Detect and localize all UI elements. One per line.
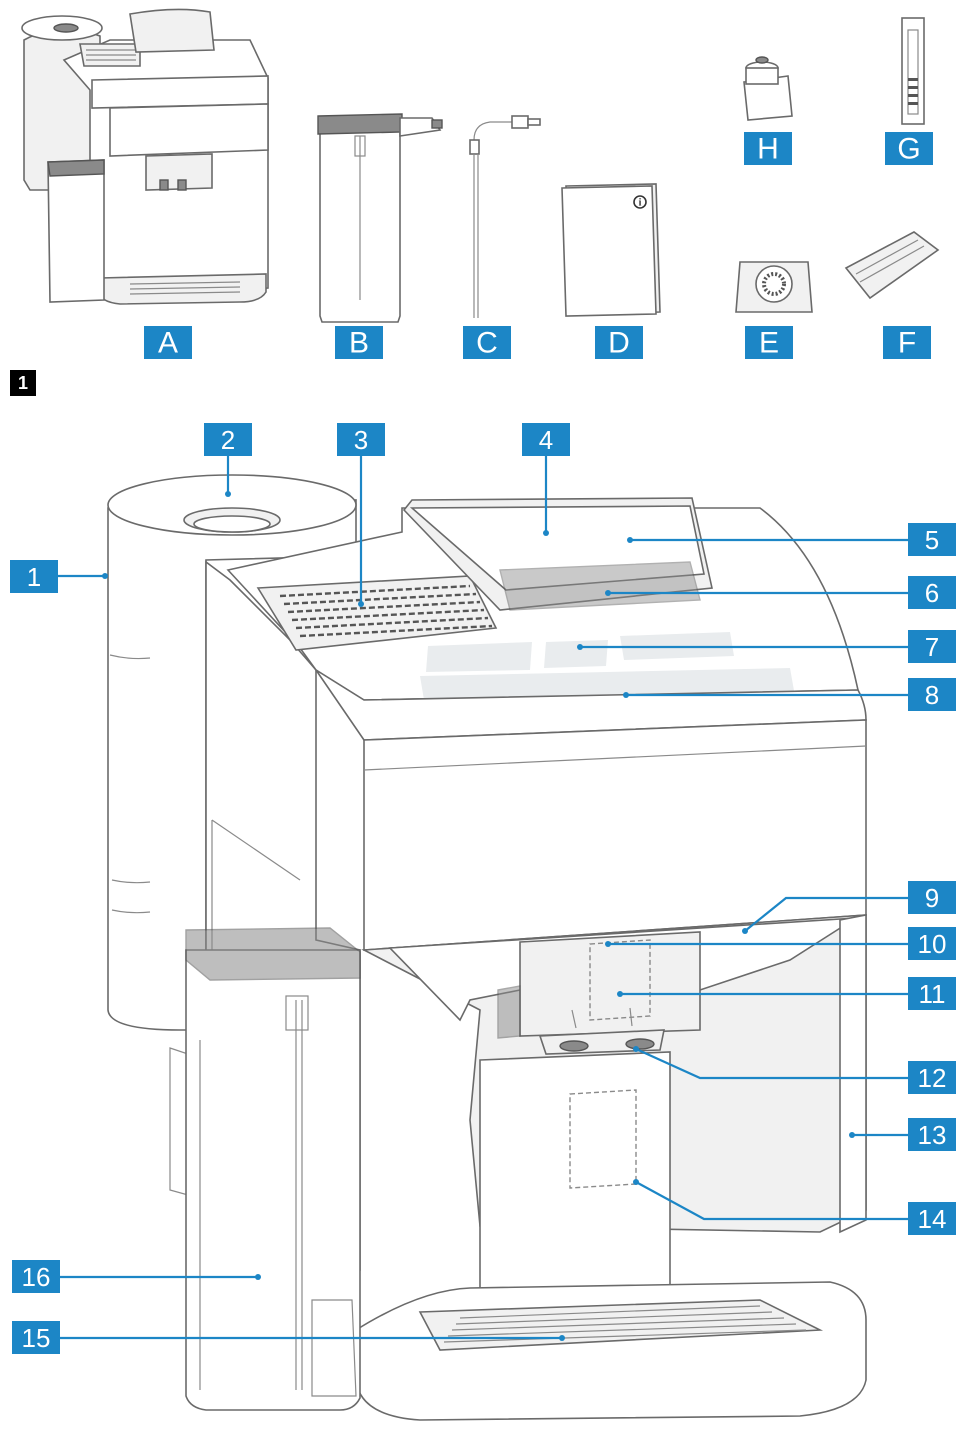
- accessory-label-a-box: [144, 326, 192, 359]
- callout-label-4: 4: [539, 425, 553, 455]
- accessory-label-h: H: [757, 133, 779, 166]
- callout-6: 6: [908, 576, 956, 609]
- callout-label-14: 14: [918, 1204, 947, 1234]
- callout-8: 8: [908, 678, 956, 711]
- accessory-label-f-box: [883, 326, 931, 359]
- callout-7: 7: [908, 630, 956, 663]
- milk-container-drawing: [317, 113, 443, 323]
- callout-14: 14: [908, 1202, 956, 1235]
- callout-label-16: 16: [22, 1262, 51, 1292]
- accessory-label-g: G: [897, 133, 920, 166]
- figure-number: 1: [18, 373, 28, 393]
- callout-11: 11: [908, 977, 956, 1010]
- callout-label-12: 12: [918, 1063, 947, 1093]
- callout-label-8: 8: [925, 680, 939, 710]
- coffee-machine-drawing: [107, 474, 867, 1421]
- water-filter-drawing: [743, 56, 793, 121]
- callout-5: 5: [908, 523, 956, 556]
- figure-number-badge: [10, 370, 36, 396]
- callout-label-5: 5: [925, 525, 939, 555]
- callout-label-3: 3: [354, 425, 368, 455]
- callout-label-13: 13: [918, 1120, 947, 1150]
- callout-label-7: 7: [925, 632, 939, 662]
- accessory-label-c: C: [476, 327, 498, 360]
- accessory-label-d-box: [595, 326, 643, 359]
- callout-9: 9: [908, 881, 956, 914]
- callout-13: 13: [908, 1118, 956, 1151]
- callout-label-15: 15: [22, 1323, 51, 1353]
- descaling-sachet-drawing: [844, 231, 940, 300]
- callout-label-1: 1: [27, 562, 41, 592]
- callout-1: 1: [10, 560, 58, 593]
- callout-16: 16: [12, 1260, 60, 1293]
- callout-label-10: 10: [918, 929, 947, 959]
- accessory-label-g-box: [885, 132, 933, 165]
- callout-12: 12: [908, 1061, 956, 1094]
- milk-tube-drawing: [469, 115, 541, 318]
- accessory-label-d: D: [608, 327, 630, 360]
- callout-15: 15: [12, 1321, 60, 1354]
- accessory-label-h-box: [744, 132, 792, 165]
- callout-label-6: 6: [925, 578, 939, 608]
- callout-10: 10: [908, 927, 956, 960]
- accessory-label-e-box: [745, 326, 793, 359]
- info-icon: i: [639, 198, 642, 209]
- instruction-manual-drawing: i: [561, 183, 661, 317]
- accessory-machine-drawing: [21, 8, 269, 305]
- callout-label-11: 11: [919, 979, 946, 1009]
- accessory-label-b-box: [335, 326, 383, 359]
- accessory-label-f: F: [898, 327, 916, 360]
- accessory-label-e: E: [759, 327, 779, 360]
- accessory-label-c-box: [463, 326, 511, 359]
- test-strip-drawing: [901, 17, 925, 125]
- callout-4: 4: [522, 423, 570, 456]
- callout-label-2: 2: [221, 425, 235, 455]
- accessory-label-b: B: [349, 327, 369, 360]
- callout-label-9: 9: [925, 883, 939, 913]
- callout-3: 3: [337, 423, 385, 456]
- accessory-label-a: A: [158, 327, 178, 360]
- leader-lines: [58, 456, 908, 1341]
- cleaning-disc-drawing: [735, 261, 813, 313]
- callout-2: 2: [204, 423, 252, 456]
